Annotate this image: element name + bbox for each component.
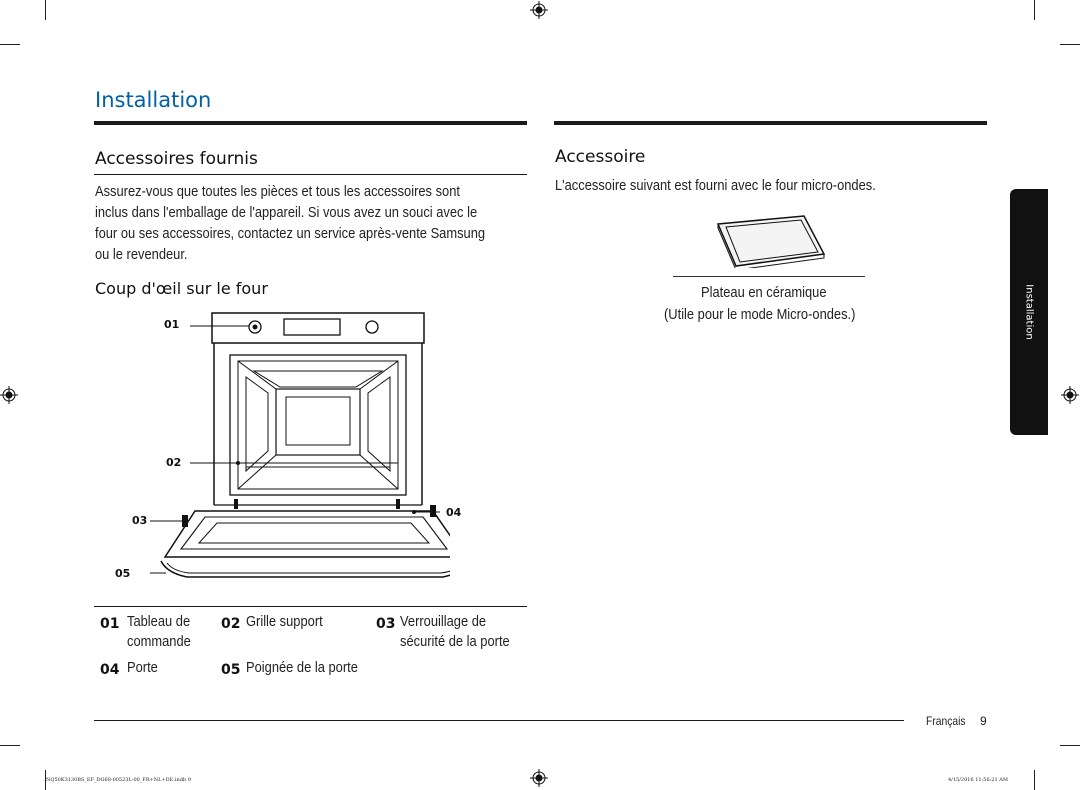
- callout-04: 04: [446, 506, 462, 519]
- legend-number: 01: [100, 616, 120, 632]
- legend-line: Porte: [127, 659, 158, 676]
- legend-number: 05: [221, 662, 241, 678]
- callout-05: 05: [115, 567, 131, 580]
- crop-mark: [0, 44, 20, 45]
- intro-line: ou le revendeur.: [95, 246, 188, 263]
- chapter-side-tab-label: Installation: [1023, 284, 1035, 340]
- crop-mark: [1034, 770, 1035, 790]
- legend-text-02: Grille support: [246, 612, 323, 632]
- crop-mark: [1060, 745, 1080, 746]
- crop-mark: [45, 770, 46, 790]
- tray-rule: [673, 276, 865, 277]
- oven-diagram: [150, 312, 450, 578]
- heading-underline: [94, 174, 527, 175]
- tray-caption-name: Plateau en céramique: [701, 284, 827, 301]
- legend-text-01: Tableau de commande: [127, 612, 191, 652]
- section-rule-left: [94, 121, 527, 125]
- chapter-side-tab: [1010, 189, 1048, 435]
- legend-number: 04: [100, 662, 120, 678]
- legend-text-04: Porte: [127, 658, 158, 678]
- legend-item-02: 02: [221, 613, 240, 632]
- legend-line: Tableau de: [127, 613, 191, 630]
- imprint-date: 4/15/2016 11:56:21 AM: [948, 777, 1009, 783]
- legend-line: Grille support: [246, 613, 323, 630]
- legend-rule: [94, 606, 527, 607]
- callout-03: 03: [132, 514, 148, 527]
- legend-item-04: 04: [100, 659, 119, 678]
- legend-item-05: 05: [221, 659, 240, 678]
- intro-line: four ou ses accessoires, contactez un se…: [95, 225, 486, 242]
- imprint-file: NQ50K3130BS_EF_DG68-00523L-00_FR+NL+DE.i…: [46, 777, 191, 783]
- tray-caption-note: (Utile pour le mode Micro-ondes.): [664, 306, 856, 323]
- registration-mark-icon: [0, 386, 18, 404]
- legend-item-01: 01: [100, 613, 119, 632]
- legend-line: sécurité de la porte: [400, 633, 510, 650]
- registration-mark-icon: [1061, 386, 1079, 404]
- crop-mark: [0, 745, 20, 746]
- intro-line: Assurez-vous que toutes les pièces et to…: [95, 183, 460, 200]
- crop-mark: [1034, 0, 1035, 20]
- subheading-coup-doeil: Coup d'œil sur le four: [95, 279, 268, 298]
- registration-mark-icon: [530, 769, 548, 787]
- crop-mark: [1060, 44, 1080, 45]
- crop-mark: [45, 0, 46, 20]
- section-rule-right: [554, 121, 987, 125]
- callout-02: 02: [166, 456, 182, 469]
- footer-language: Français: [926, 714, 966, 728]
- registration-mark-icon: [530, 1, 548, 19]
- footer-rule: [94, 720, 904, 721]
- section-heading-accessoires-fournis: Accessoires fournis: [95, 149, 258, 169]
- intro-paragraph: Assurez-vous que toutes les pièces et to…: [95, 181, 525, 265]
- legend-line: Verrouillage de: [400, 613, 487, 630]
- page-number: 9: [980, 714, 987, 728]
- ceramic-tray-illustration: [716, 215, 826, 268]
- section-heading-accessoire: Accessoire: [555, 147, 646, 167]
- legend-line: Poignée de la porte: [246, 659, 358, 676]
- legend-text-03: Verrouillage de sécurité de la porte: [400, 612, 510, 652]
- callout-01: 01: [164, 318, 180, 331]
- legend-text-05: Poignée de la porte: [246, 658, 358, 678]
- accessory-intro: L'accessoire suivant est fourni avec le …: [555, 177, 876, 194]
- legend-line: commande: [127, 633, 191, 650]
- page-title: Installation: [95, 88, 212, 112]
- legend-number: 03: [376, 616, 396, 632]
- legend-number: 02: [221, 616, 241, 632]
- legend-item-03: 03: [376, 613, 395, 632]
- intro-line: inclus dans l'emballage de l'appareil. S…: [95, 204, 478, 221]
